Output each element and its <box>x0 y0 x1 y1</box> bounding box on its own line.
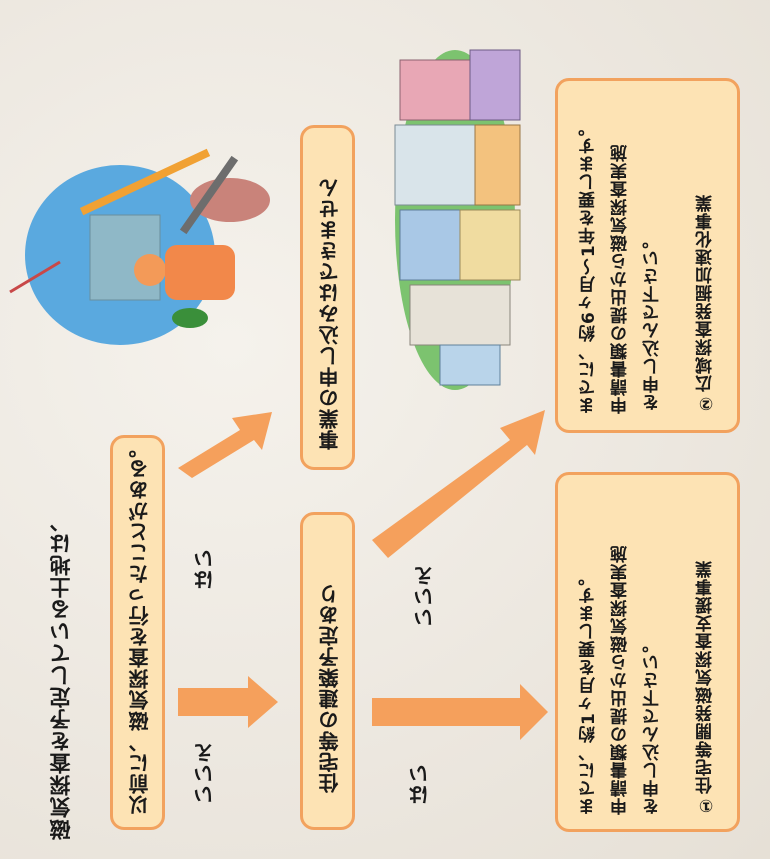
worker-body <box>165 245 235 300</box>
house-yellow <box>459 209 521 281</box>
arrow-q2-no-to-program2 <box>372 410 545 558</box>
arrows <box>178 410 548 740</box>
program-1-line-3: までに、約1ヶ月を要します。 <box>579 568 599 815</box>
question-1-text: 以前に、磁気探査を行ったことがある。 <box>128 437 152 815</box>
house-pink <box>399 59 471 121</box>
program-2-line-1: を申し込んで下さい。 <box>643 231 663 411</box>
program-1-title: ①住宅等開発磁気探査支援事業 <box>696 560 716 815</box>
question-2-text: 住宅等の建築予定あり <box>318 583 342 793</box>
house-small <box>439 344 501 386</box>
program-1-line-1: を申し込んで下さい。 <box>643 635 663 815</box>
crane-arm <box>79 148 211 216</box>
house-blue <box>399 209 461 281</box>
q1-yes-label: はい <box>193 548 217 590</box>
program-2-title: ②広域探査発掘加速化事業 <box>696 194 716 413</box>
q2-yes-label: はい <box>408 763 432 805</box>
house-white <box>409 284 511 346</box>
q1-no-label: いいえ <box>193 742 217 805</box>
program-1-box: ①住宅等開発磁気探査支援事業 を申し込んで下さい。 申請書類の提出から磁気探査実… <box>555 472 740 832</box>
house-purple <box>469 49 521 121</box>
shovel <box>179 155 239 235</box>
construction-worker-illustration <box>9 148 270 345</box>
arrow-q1-yes-to-no-apply <box>178 412 272 478</box>
program-1-line-2: 申請書類の提出から磁気探査実施 <box>611 545 631 815</box>
page-heading: 磁気探査を予定している土地は、 <box>49 510 73 840</box>
program-2-line-3: までに、約6ヶ月〜1年を要します。 <box>579 118 599 414</box>
no-application-box: 事業の申し込みはできません <box>300 125 355 470</box>
arrow-q2-yes-to-program1 <box>372 684 548 740</box>
town-illustration <box>394 49 521 390</box>
question-2-box: 住宅等の建築予定あり <box>300 512 355 830</box>
no-application-text: 事業の申し込みはできません <box>318 177 342 450</box>
survey-pole <box>9 260 61 294</box>
program-2-box: ②広域探査発掘加速化事業 を申し込んで下さい。 申請書類の提出から磁気探査実施 … <box>555 78 740 433</box>
program-2-line-2: 申請書類の提出から磁気探査実施 <box>611 144 631 414</box>
apartment-building <box>394 124 476 206</box>
q2-no-label: いいえ <box>413 565 437 628</box>
house-orange <box>474 124 521 206</box>
worker-head <box>134 254 166 286</box>
question-1-box: 以前に、磁気探査を行ったことがある。 <box>110 435 165 830</box>
shrub <box>172 308 208 328</box>
arrow-q1-no-to-q2 <box>178 676 278 728</box>
